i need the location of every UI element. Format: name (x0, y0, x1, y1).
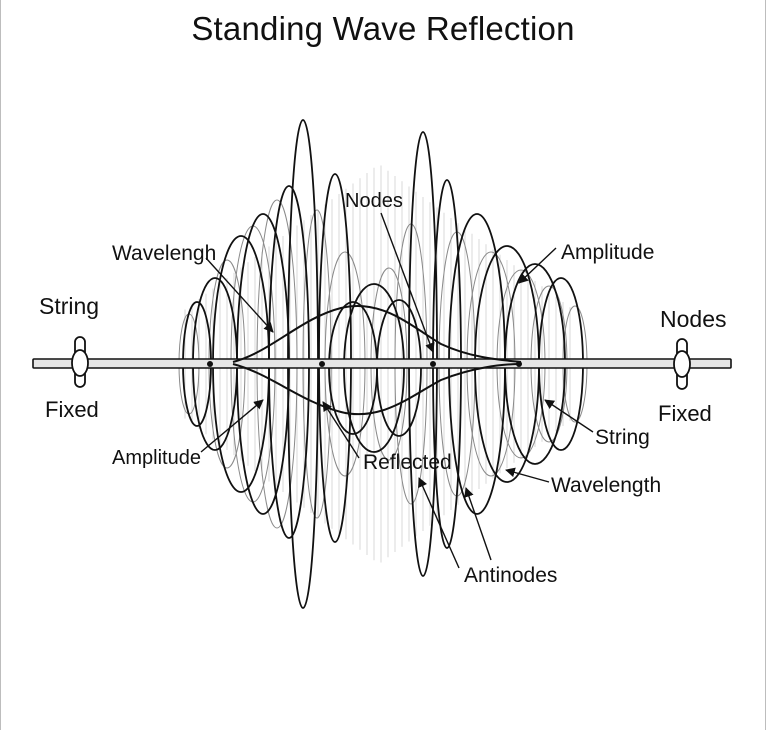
label-string-left: String (39, 293, 99, 319)
label-nodes-top: Nodes (345, 190, 403, 212)
string-rod (32, 358, 732, 369)
arrow-nodes-top (380, 212, 435, 353)
node-dot (516, 361, 522, 367)
fixed-end-left (71, 336, 89, 388)
wave-loop (408, 131, 438, 577)
arrow-antinodes-1 (418, 477, 460, 569)
arrow-amplitude-top-right (518, 247, 557, 284)
wave-envelope-lower (232, 363, 522, 416)
diagram-title: Standing Wave Reflection (191, 10, 575, 47)
label-fixed-right: Fixed (658, 401, 712, 426)
node-dot (207, 361, 213, 367)
arrow-reflected (322, 401, 360, 459)
label-amplitude-bottom-left: Amplitude (112, 447, 201, 469)
fixed-end-right (673, 338, 691, 390)
label-wavelength-bottom: Wavelength (551, 474, 661, 497)
arrow-string-right (544, 399, 594, 433)
wave-envelope-upper (232, 305, 522, 363)
label-amplitude-top-right: Amplitude (561, 241, 654, 264)
label-fixed-left: Fixed (45, 397, 99, 422)
leader-arrows (200, 212, 594, 569)
label-nodes-right: Nodes (660, 306, 726, 332)
label-antinodes: Antinodes (464, 564, 557, 587)
arrow-wavelength-top (205, 257, 274, 333)
node-dot (319, 361, 325, 367)
wave-loop (318, 173, 352, 543)
label-wavelength-top: Wavelengh (112, 242, 216, 265)
label-reflected: Reflected (363, 451, 452, 474)
node-dot (430, 361, 436, 367)
arrow-wavelength-bottom (505, 467, 550, 483)
arrow-amplitude-bottom-left (200, 399, 264, 453)
label-string-right: String (595, 426, 650, 449)
arrow-antinodes-2 (464, 487, 492, 561)
